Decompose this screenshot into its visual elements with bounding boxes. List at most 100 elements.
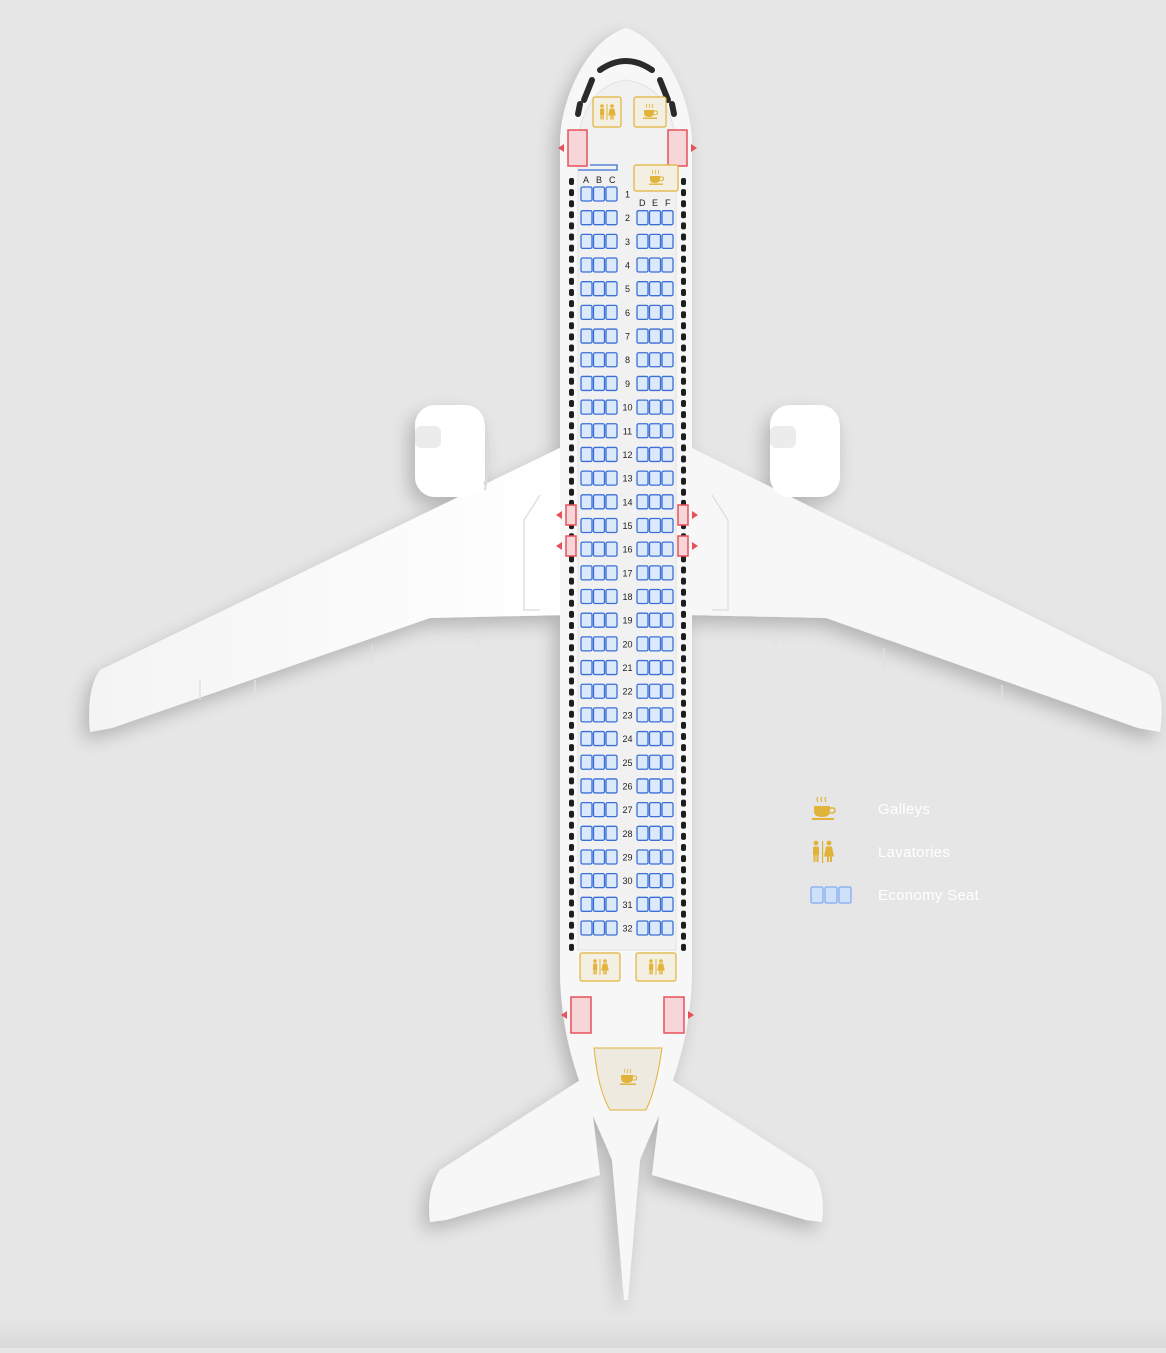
seat-24F[interactable] (661, 730, 674, 747)
seat-3E[interactable] (648, 233, 662, 250)
seat-12D[interactable] (636, 446, 649, 463)
seat-16E[interactable] (648, 541, 662, 557)
seat-2B[interactable] (592, 210, 606, 226)
seat-5D[interactable] (636, 281, 649, 297)
seat-4E[interactable] (648, 257, 662, 273)
seat-26A[interactable] (580, 778, 593, 794)
seat-23A[interactable] (580, 707, 593, 723)
seat-7C[interactable] (605, 328, 618, 344)
seat-12E[interactable] (648, 446, 662, 463)
seat-26D[interactable] (636, 778, 649, 794)
seat-22F[interactable] (661, 683, 674, 699)
seat-2D[interactable] (636, 210, 649, 226)
seat-4B[interactable] (592, 257, 606, 273)
seat-14C[interactable] (605, 494, 618, 510)
seat-11F[interactable] (661, 423, 674, 439)
seat-25D[interactable] (636, 754, 649, 770)
seat-6A[interactable] (580, 304, 593, 321)
seat-16C[interactable] (605, 541, 618, 557)
seat-9F[interactable] (661, 375, 674, 392)
seat-2F[interactable] (661, 210, 674, 226)
seat-20A[interactable] (580, 636, 593, 652)
seat-27D[interactable] (636, 801, 649, 818)
seat-31E[interactable] (648, 896, 662, 912)
seat-4F[interactable] (661, 257, 674, 273)
seat-5B[interactable] (592, 281, 606, 297)
seat-29F[interactable] (661, 849, 674, 865)
seat-23C[interactable] (605, 707, 618, 723)
seat-10F[interactable] (661, 399, 674, 415)
seat-19C[interactable] (605, 612, 618, 628)
seat-30A[interactable] (580, 872, 593, 889)
seat-19A[interactable] (580, 612, 593, 628)
seat-17E[interactable] (648, 565, 662, 581)
seat-24C[interactable] (605, 730, 618, 747)
seat-26F[interactable] (661, 778, 674, 794)
seat-2E[interactable] (648, 210, 662, 226)
seat-11E[interactable] (648, 423, 662, 439)
seat-21D[interactable] (636, 659, 649, 676)
seat-26B[interactable] (592, 778, 606, 794)
seat-25C[interactable] (605, 754, 618, 770)
seat-13A[interactable] (580, 470, 593, 486)
seat-7F[interactable] (661, 328, 674, 344)
seat-17C[interactable] (605, 565, 618, 581)
seat-22B[interactable] (592, 683, 606, 699)
seat-20B[interactable] (592, 636, 606, 652)
seat-14A[interactable] (580, 494, 593, 510)
seat-16F[interactable] (661, 541, 674, 557)
seat-8F[interactable] (661, 352, 674, 368)
seat-9C[interactable] (605, 375, 618, 392)
seat-19D[interactable] (636, 612, 649, 628)
seat-11B[interactable] (592, 423, 606, 439)
seat-27B[interactable] (592, 801, 606, 818)
seat-20E[interactable] (648, 636, 662, 652)
seat-6F[interactable] (661, 304, 674, 321)
seat-3C[interactable] (605, 233, 618, 250)
seat-30C[interactable] (605, 872, 618, 889)
seat-6E[interactable] (648, 304, 662, 321)
seat-15A[interactable] (580, 517, 593, 534)
seat-29D[interactable] (636, 849, 649, 865)
seat-24B[interactable] (592, 730, 606, 747)
seat-1A[interactable] (580, 186, 593, 202)
seat-28E[interactable] (648, 825, 662, 841)
seat-29E[interactable] (648, 849, 662, 865)
seat-13B[interactable] (592, 470, 606, 486)
seat-21A[interactable] (580, 659, 593, 676)
seat-14B[interactable] (592, 494, 606, 510)
seat-3D[interactable] (636, 233, 649, 250)
seat-5E[interactable] (648, 281, 662, 297)
seat-32B[interactable] (592, 920, 606, 936)
seat-29B[interactable] (592, 849, 606, 865)
seat-23B[interactable] (592, 707, 606, 723)
seat-28C[interactable] (605, 825, 618, 841)
seat-2C[interactable] (605, 210, 618, 226)
seat-10C[interactable] (605, 399, 618, 415)
seat-30E[interactable] (648, 872, 662, 889)
seat-10E[interactable] (648, 399, 662, 415)
seat-18C[interactable] (605, 588, 618, 605)
seat-28B[interactable] (592, 825, 606, 841)
seat-28A[interactable] (580, 825, 593, 841)
seat-28D[interactable] (636, 825, 649, 841)
seat-1C[interactable] (605, 186, 618, 202)
seat-32E[interactable] (648, 920, 662, 936)
seat-31F[interactable] (661, 896, 674, 912)
seat-6D[interactable] (636, 304, 649, 321)
seat-30F[interactable] (661, 872, 674, 889)
seat-14F[interactable] (661, 494, 674, 510)
seat-5A[interactable] (580, 281, 593, 297)
seat-19B[interactable] (592, 612, 606, 628)
seat-6B[interactable] (592, 304, 606, 321)
seat-18E[interactable] (648, 588, 662, 605)
seat-4C[interactable] (605, 257, 618, 273)
seat-10D[interactable] (636, 399, 649, 415)
seat-24E[interactable] (648, 730, 662, 747)
seat-8A[interactable] (580, 352, 593, 368)
seat-3B[interactable] (592, 233, 606, 250)
seat-21E[interactable] (648, 659, 662, 676)
seat-24A[interactable] (580, 730, 593, 747)
seat-29C[interactable] (605, 849, 618, 865)
seat-21F[interactable] (661, 659, 674, 676)
